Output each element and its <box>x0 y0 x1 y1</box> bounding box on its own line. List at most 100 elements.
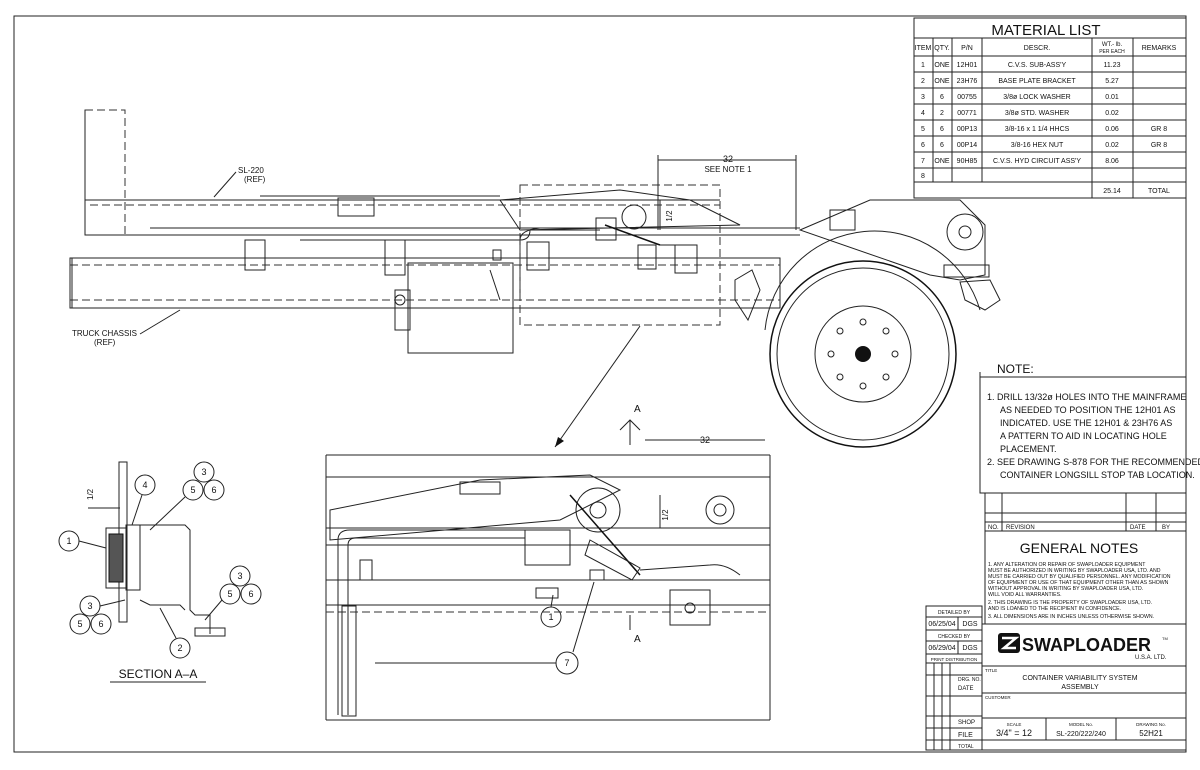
material-list-table: MATERIAL LIST ITEM QTY. P/N DESCR. WT.- … <box>913 17 1187 199</box>
balloon-3: 3 <box>201 467 206 477</box>
row5-remarks: GR 8 <box>1151 126 1167 133</box>
balloon-3b: 3 <box>87 601 92 611</box>
wheel-hub <box>814 305 912 403</box>
date-label: DATE <box>958 686 974 692</box>
section-marker-top: A <box>634 404 641 415</box>
detailed-by-label: DETAILED BY <box>938 610 971 616</box>
sl220-ref: (REF) <box>244 175 266 184</box>
dim-32-top: 32 <box>723 154 733 164</box>
gn-1d: OF EQUIPMENT OR USE OF THAT EQUIPMENT OT… <box>988 580 1169 586</box>
row5-wt: 0.06 <box>1105 126 1119 133</box>
header-descr: DESCR. <box>1024 45 1051 52</box>
note-2-line-1: 2. SEE DRAWING S-878 FOR THE RECOMMENDED <box>987 457 1200 467</box>
row5-descr: 3/8-16 x 1 1/4 HHCS <box>1005 126 1070 133</box>
rear-wheel <box>769 260 957 448</box>
rev-by-label: BY <box>1162 525 1170 531</box>
detailed-date: 06/25/04 <box>928 621 955 628</box>
row7-item: 7 <box>921 158 925 165</box>
balloon-6c: 6 <box>248 589 253 599</box>
row7-qty: ONE <box>934 158 950 165</box>
file-label: FILE <box>958 732 973 739</box>
detailed-initials: DGS <box>962 621 978 628</box>
header-pn: P/N <box>961 45 973 52</box>
detail-roller <box>575 487 621 533</box>
row4-wt: 0.02 <box>1105 110 1119 117</box>
gn-1c: MUST BE CARRIED OUT BY QUALIFIED PERSONN… <box>988 574 1171 580</box>
total-weight: 25.14 <box>1103 188 1121 195</box>
section-a-a-view: 1/2 1 4 3 5 6 3 5 6 3 5 6 2 SECTION A–A <box>58 461 262 683</box>
revision-block: NO. REVISION DATE BY <box>984 492 1187 532</box>
section-title: SECTION A–A <box>119 667 198 681</box>
sl220-label: SL-220 <box>238 166 264 175</box>
header-remarks: REMARKS <box>1142 45 1177 52</box>
title-block: DETAILED BY 06/25/04 DGS CHECKED BY 06/2… <box>925 605 1187 751</box>
roller-wheel <box>946 213 984 251</box>
row7-descr: C.V.S. HYD CIRCUIT ASS'Y <box>993 158 1081 165</box>
logo-tm: TM <box>1162 636 1168 641</box>
balloon-1: 1 <box>66 536 71 546</box>
note-1-line-1: 1. DRILL 13/32ø HOLES INTO THE MAINFRAME <box>987 392 1186 402</box>
row4-descr: 3/8ø STD. WASHER <box>1005 110 1069 117</box>
row7-pn: 90H85 <box>957 158 978 165</box>
balloon-5: 5 <box>190 485 195 495</box>
row3-wt: 0.01 <box>1105 94 1119 101</box>
row1-qty: ONE <box>934 62 950 69</box>
title-line-2: ASSEMBLY <box>1061 684 1099 691</box>
row2-item: 2 <box>921 78 925 85</box>
balloon-6b: 6 <box>98 619 103 629</box>
row6-remarks: GR 8 <box>1151 142 1167 149</box>
drawing-value: 52H21 <box>1139 729 1163 738</box>
header-wt: WT.- lb. <box>1102 42 1123 48</box>
header-qty: QTY. <box>934 45 949 52</box>
detail-callout-box <box>519 184 721 326</box>
total-label: TOTAL <box>1148 188 1170 195</box>
row3-item: 3 <box>921 94 925 101</box>
row6-qty: 6 <box>940 142 944 149</box>
row3-qty: 6 <box>940 94 944 101</box>
hydraulic-tank <box>407 262 514 354</box>
see-note-label: SEE NOTE 1 <box>704 165 752 174</box>
title-line-1: CONTAINER VARIABILITY SYSTEM <box>1022 675 1137 682</box>
note-1-line-4: A PATTERN TO AID IN LOCATING HOLE <box>1000 431 1167 441</box>
row1-item: 1 <box>921 62 925 69</box>
checked-date: 06/29/04 <box>928 645 955 652</box>
dim-half-section: 1/2 <box>86 488 95 500</box>
row2-descr: BASE PLATE BRACKET <box>998 78 1076 85</box>
truck-chassis-rail <box>69 257 781 309</box>
gn-1e: WITHOUT APPROVAL IN WRITING BY SWAPLOADE… <box>988 586 1143 592</box>
row5-item: 5 <box>921 126 925 133</box>
checked-initials: DGS <box>962 645 978 652</box>
notes-title: NOTE: <box>997 362 1034 376</box>
row5-pn: 00P13 <box>957 126 977 133</box>
scale-label: SCALE <box>1007 722 1022 727</box>
sl220-upright <box>84 109 126 236</box>
row2-wt: 5.27 <box>1105 78 1119 85</box>
gn-1a: 1. ANY ALTERATION OR REPAIR OF SWAPLOADE… <box>988 562 1146 568</box>
checked-by-label: CHECKED BY <box>938 634 971 640</box>
total-block-label: TOTAL <box>958 744 974 750</box>
logo-text: SWAPLOADER <box>1022 635 1151 655</box>
balloon-5b: 5 <box>77 619 82 629</box>
row6-item: 6 <box>921 142 925 149</box>
row2-pn: 23H76 <box>957 78 978 85</box>
note-1-line-3: INDICATED. USE THE 12H01 & 23H76 AS <box>1000 418 1172 428</box>
section-marker-bottom: A <box>634 634 641 645</box>
dim-half-detail: 1/2 <box>661 509 670 521</box>
row4-item: 4 <box>921 110 925 117</box>
gn-1b: MUST BE AUTHORIZED IN WRITING BY SWAPLOA… <box>988 568 1161 574</box>
balloon-3c: 3 <box>237 571 242 581</box>
rev-revision-label: REVISION <box>1006 525 1035 531</box>
balloon-2: 2 <box>177 643 182 653</box>
sheet-border <box>13 15 1187 753</box>
gn-1f: WILL VOID ALL WARRANTIES. <box>988 592 1062 598</box>
balloon-5c: 5 <box>227 589 232 599</box>
note-1-line-2: AS NEEDED TO POSITION THE 12H01 AS <box>1000 405 1176 415</box>
balloon-6: 6 <box>211 485 216 495</box>
row4-qty: 2 <box>940 110 944 117</box>
notes-block: NOTE: 1. DRILL 13/32ø HOLES INTO THE MAI… <box>979 362 1200 494</box>
row6-pn: 00P14 <box>957 142 977 149</box>
title-label: TITLE <box>985 668 997 673</box>
row4-pn: 00771 <box>957 110 977 117</box>
header-per-each: PER EACH <box>1099 49 1125 55</box>
